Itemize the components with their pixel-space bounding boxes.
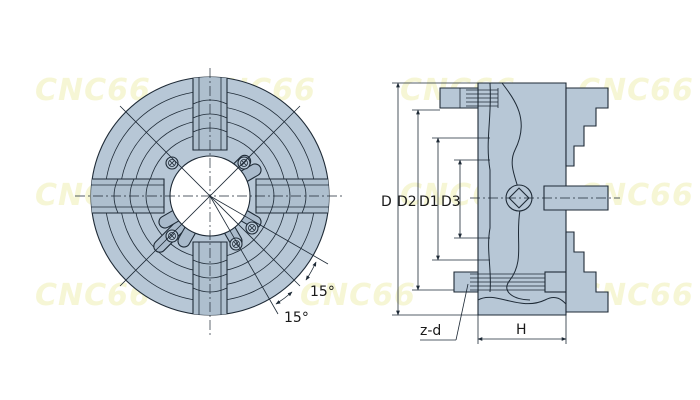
jaw-steps (543, 87, 609, 313)
dim-label-d3: D3 (441, 194, 461, 210)
watermark: CNC66 (300, 278, 416, 313)
dim-label-d2: D2 (397, 194, 417, 210)
width-label-h: H (516, 322, 527, 338)
dim-label-d: D (381, 194, 392, 210)
bolt-hole (165, 156, 179, 170)
bolt-thread-top (459, 88, 499, 108)
centre-lines (75, 68, 345, 336)
angle-label-15-deg: 15° (310, 284, 335, 300)
dimension-lines (392, 82, 567, 344)
angle-label-15-deg-inner: 15° (284, 310, 309, 326)
dim-label-d1: D1 (419, 194, 439, 210)
side-view: D D2 D1 D3 z-d H (381, 82, 620, 344)
bolt-hole (245, 221, 259, 235)
front-view: 15° 15° (75, 68, 345, 336)
bolt-thread-bottom (470, 271, 567, 293)
watermark: CNC66 (35, 73, 151, 108)
bolt-label-z-d: z-d (420, 323, 441, 339)
bolt-hole (237, 156, 251, 170)
dimension-labels: D D2 D1 D3 z-d H (381, 194, 527, 339)
bolt-hole (165, 229, 179, 243)
angle-dimensions: 15° 15° (275, 261, 335, 326)
